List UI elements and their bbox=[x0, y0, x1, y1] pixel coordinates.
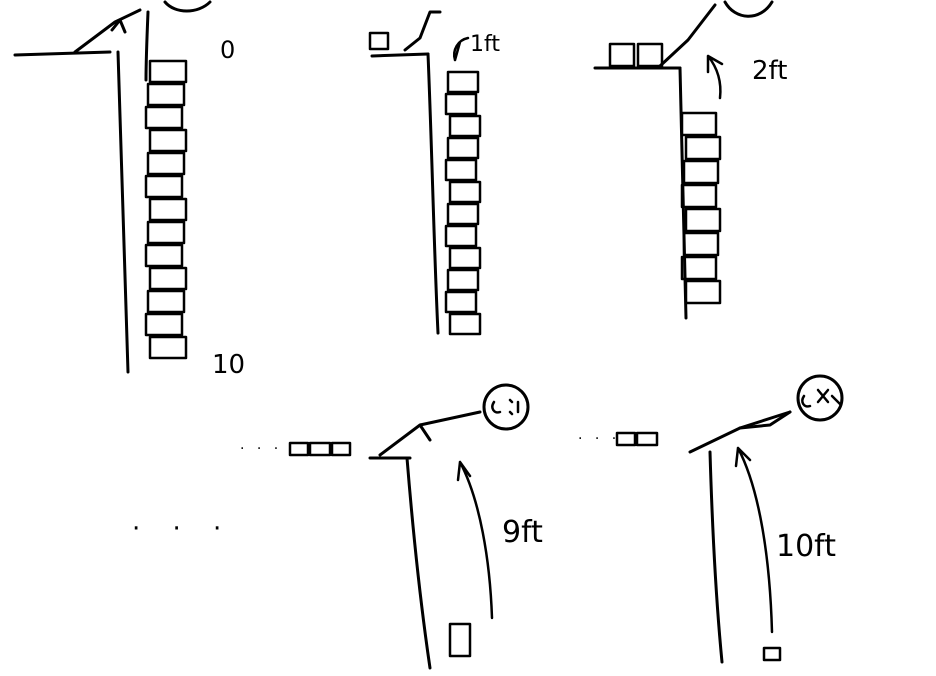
cliff-wall-right bbox=[146, 12, 148, 80]
block-stack bbox=[446, 72, 480, 334]
panel-2 bbox=[370, 12, 480, 334]
cliff-wall-left bbox=[407, 458, 430, 668]
stacked-block bbox=[448, 270, 478, 290]
stacked-block bbox=[146, 176, 182, 197]
stacked-block bbox=[448, 138, 478, 158]
head-arc bbox=[725, 2, 772, 16]
stacked-block bbox=[150, 199, 186, 220]
panel-5 bbox=[617, 376, 842, 662]
stacked-block bbox=[446, 226, 476, 246]
ellipsis-dots-row5: · · · bbox=[578, 432, 620, 446]
cliff-wall-left bbox=[710, 452, 722, 662]
stacked-block bbox=[450, 116, 480, 136]
ledge-line bbox=[372, 54, 428, 56]
height-arrow bbox=[454, 38, 468, 60]
stacked-block bbox=[686, 209, 720, 231]
stacked-block bbox=[446, 94, 476, 114]
character-body bbox=[75, 10, 140, 52]
stacked-block bbox=[146, 107, 182, 128]
stacked-block bbox=[150, 337, 186, 358]
stacked-block bbox=[446, 292, 476, 312]
block bbox=[370, 33, 388, 49]
label-height-2ft: 2ft bbox=[752, 58, 787, 84]
dead-face-features bbox=[802, 390, 840, 406]
block-stack bbox=[682, 113, 720, 303]
stacked-block bbox=[150, 61, 186, 82]
stacked-block bbox=[448, 72, 478, 92]
stacked-block bbox=[764, 648, 780, 660]
character-body bbox=[405, 12, 440, 50]
label-height-1ft: 1ft bbox=[470, 34, 500, 56]
panel-1 bbox=[15, 2, 210, 372]
stacked-block bbox=[682, 113, 716, 135]
stacked-block bbox=[450, 314, 480, 334]
label-start-zero: 0 bbox=[220, 38, 235, 62]
ledge-line bbox=[690, 412, 790, 452]
blocks-row bbox=[290, 443, 350, 455]
block bbox=[610, 44, 634, 66]
cliff-wall-left bbox=[428, 54, 438, 333]
height-arrow bbox=[458, 462, 492, 618]
stacked-block bbox=[148, 153, 184, 174]
stacked-block bbox=[450, 182, 480, 202]
stacked-block bbox=[682, 257, 716, 279]
panel-3 bbox=[595, 2, 772, 318]
label-height-9ft: 9ft bbox=[502, 518, 543, 548]
label-block-count-ten: 10 bbox=[212, 352, 245, 378]
stacked-block bbox=[448, 204, 478, 224]
stacked-block bbox=[684, 233, 718, 255]
ellipsis-dots: · · · bbox=[132, 516, 233, 542]
head-arc bbox=[165, 2, 210, 11]
stacked-block bbox=[146, 245, 182, 266]
blocks-row bbox=[617, 433, 657, 445]
block-stack bbox=[764, 648, 780, 660]
height-arrow bbox=[708, 56, 722, 98]
stacked-block bbox=[450, 248, 480, 268]
ledge-line bbox=[15, 52, 110, 55]
label-height-10ft: 10ft bbox=[776, 532, 836, 562]
stacked-block bbox=[150, 130, 186, 151]
stacked-block bbox=[684, 161, 718, 183]
block-stack bbox=[146, 61, 186, 358]
character-body bbox=[380, 412, 480, 455]
block-stack bbox=[450, 624, 470, 656]
stacked-block bbox=[148, 291, 184, 312]
panel-4 bbox=[290, 385, 528, 668]
stacked-block bbox=[686, 137, 720, 159]
height-arrow bbox=[736, 448, 772, 632]
stacked-block bbox=[682, 185, 716, 207]
cliff-wall-left bbox=[118, 52, 128, 372]
stacked-block bbox=[686, 281, 720, 303]
stacked-block bbox=[148, 84, 184, 105]
stacked-block bbox=[150, 268, 186, 289]
block bbox=[638, 44, 662, 66]
ellipsis-dots-row4: · · · bbox=[240, 442, 282, 456]
stacked-block bbox=[148, 222, 184, 243]
stacked-block bbox=[446, 160, 476, 180]
stacked-block bbox=[450, 624, 470, 656]
sad-face-head bbox=[484, 385, 528, 429]
sad-face-features bbox=[492, 400, 518, 414]
stacked-block bbox=[146, 314, 182, 335]
